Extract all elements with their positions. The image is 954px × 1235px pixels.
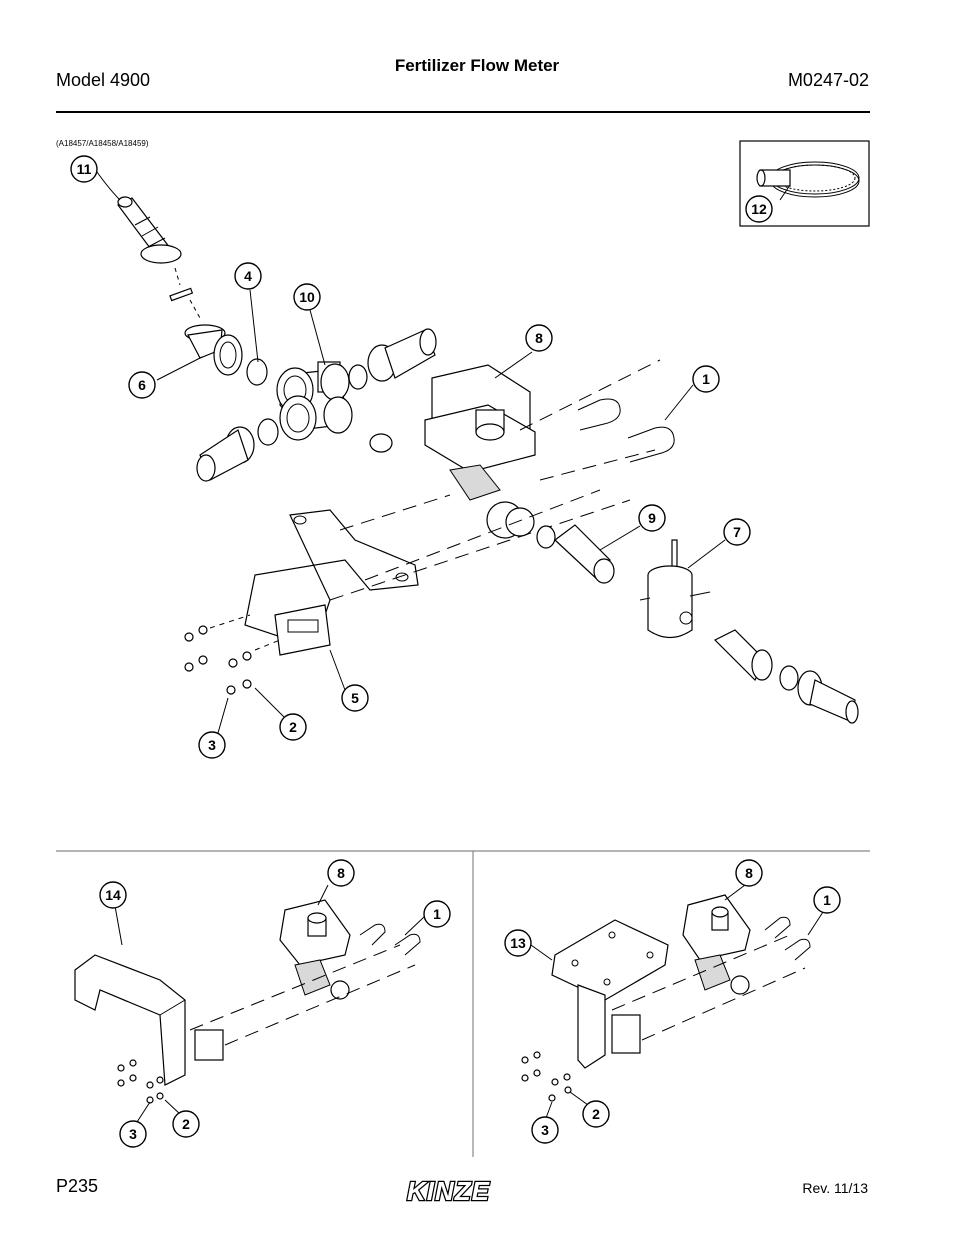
callout-1-label: 1	[702, 371, 710, 387]
flow-meter-body	[424, 364, 536, 539]
callout-8-label: 8	[535, 330, 543, 346]
callout-2: 2	[279, 713, 307, 741]
callout-10-label: 10	[299, 289, 315, 305]
kinze-logo-text: KINZE	[407, 1176, 490, 1204]
callout-8-lower-left: 8	[327, 859, 355, 887]
callout-7-label: 7	[733, 524, 741, 540]
callout-9-label: 9	[648, 510, 656, 526]
callout-2-lower-left: 2	[172, 1110, 200, 1138]
callout-9: 9	[638, 504, 666, 532]
callout-11: 11	[70, 155, 98, 183]
u-bolts	[519, 359, 675, 481]
hose-barb-lower-left	[196, 426, 255, 482]
hose-clamp-illustration	[756, 161, 860, 198]
callout-2-lower-left-label: 2	[182, 1116, 190, 1132]
callout-3-lower-left-label: 3	[129, 1126, 137, 1142]
callouts-lower-right: 13 8 1 2 3	[504, 859, 841, 1144]
callout-5-label: 5	[351, 690, 359, 706]
callout-2-lower-right: 2	[582, 1100, 610, 1128]
header-rule	[56, 111, 870, 113]
callout-8-lower-right-label: 8	[745, 865, 753, 881]
callout-12: 12	[745, 195, 773, 223]
outlet-fitting	[713, 629, 859, 724]
kinze-logo: KINZE	[406, 1176, 491, 1204]
leader-lines	[96, 171, 791, 734]
callout-7: 7	[723, 518, 751, 546]
callout-13: 13	[504, 929, 532, 957]
callout-13-label: 13	[510, 935, 526, 951]
callout-1-lower-left: 1	[423, 900, 451, 928]
callout-3-label: 3	[208, 737, 216, 753]
callout-4: 4	[234, 262, 262, 290]
callout-14-label: 14	[105, 887, 121, 903]
mounting-bracket	[244, 489, 631, 656]
callout-8-lower-left-label: 8	[337, 865, 345, 881]
callout-11-label: 11	[77, 161, 92, 177]
sensor-body	[639, 539, 711, 639]
callout-1-lower-right-label: 1	[823, 892, 831, 908]
callouts-lower-left: 14 8 1 2 3	[99, 859, 451, 1148]
callout-6-label: 6	[138, 377, 146, 393]
page-title: Fertilizer Flow Meter	[394, 56, 560, 75]
callout-3: 3	[198, 731, 226, 759]
callouts-main: 11 4 10 8 1 6 12 9 7 5 2 3	[70, 155, 773, 759]
callout-14: 14	[99, 881, 127, 909]
page-number: P235	[56, 1176, 99, 1196]
callout-3-lower-right-label: 3	[541, 1122, 549, 1138]
document-number: M0247-02	[787, 70, 869, 90]
callout-10: 10	[293, 283, 321, 311]
callout-6: 6	[128, 371, 156, 399]
lower-left-assembly	[74, 884, 425, 1123]
callout-2-label: 2	[289, 719, 297, 735]
callout-3-lower-right: 3	[531, 1116, 559, 1144]
callout-8: 8	[525, 324, 553, 352]
main-assembly	[96, 171, 859, 734]
elbow-fitting	[184, 324, 243, 376]
callout-1-lower-left-label: 1	[433, 906, 441, 922]
tee-fitting	[276, 361, 353, 441]
model-label: Model 4900	[56, 70, 151, 90]
callout-8-lower-right: 8	[735, 859, 763, 887]
callout-1-lower-right: 1	[813, 886, 841, 914]
callout-1: 1	[692, 365, 720, 393]
callout-3-lower-left: 3	[119, 1120, 147, 1148]
callout-4-label: 4	[244, 268, 252, 284]
part-number-reference: (A18457/A18458/A18459)	[56, 139, 149, 148]
callout-2-lower-right-label: 2	[592, 1106, 600, 1122]
cone-fitting	[536, 524, 615, 584]
hose-barb-right	[367, 328, 437, 382]
hose-barb-top	[117, 196, 182, 264]
revision-date: Rev. 11/13	[802, 1180, 868, 1196]
lower-right-assembly	[521, 884, 824, 1119]
nuts-and-washers	[184, 614, 281, 695]
callout-5: 5	[341, 684, 369, 712]
callout-12-label: 12	[751, 201, 767, 217]
